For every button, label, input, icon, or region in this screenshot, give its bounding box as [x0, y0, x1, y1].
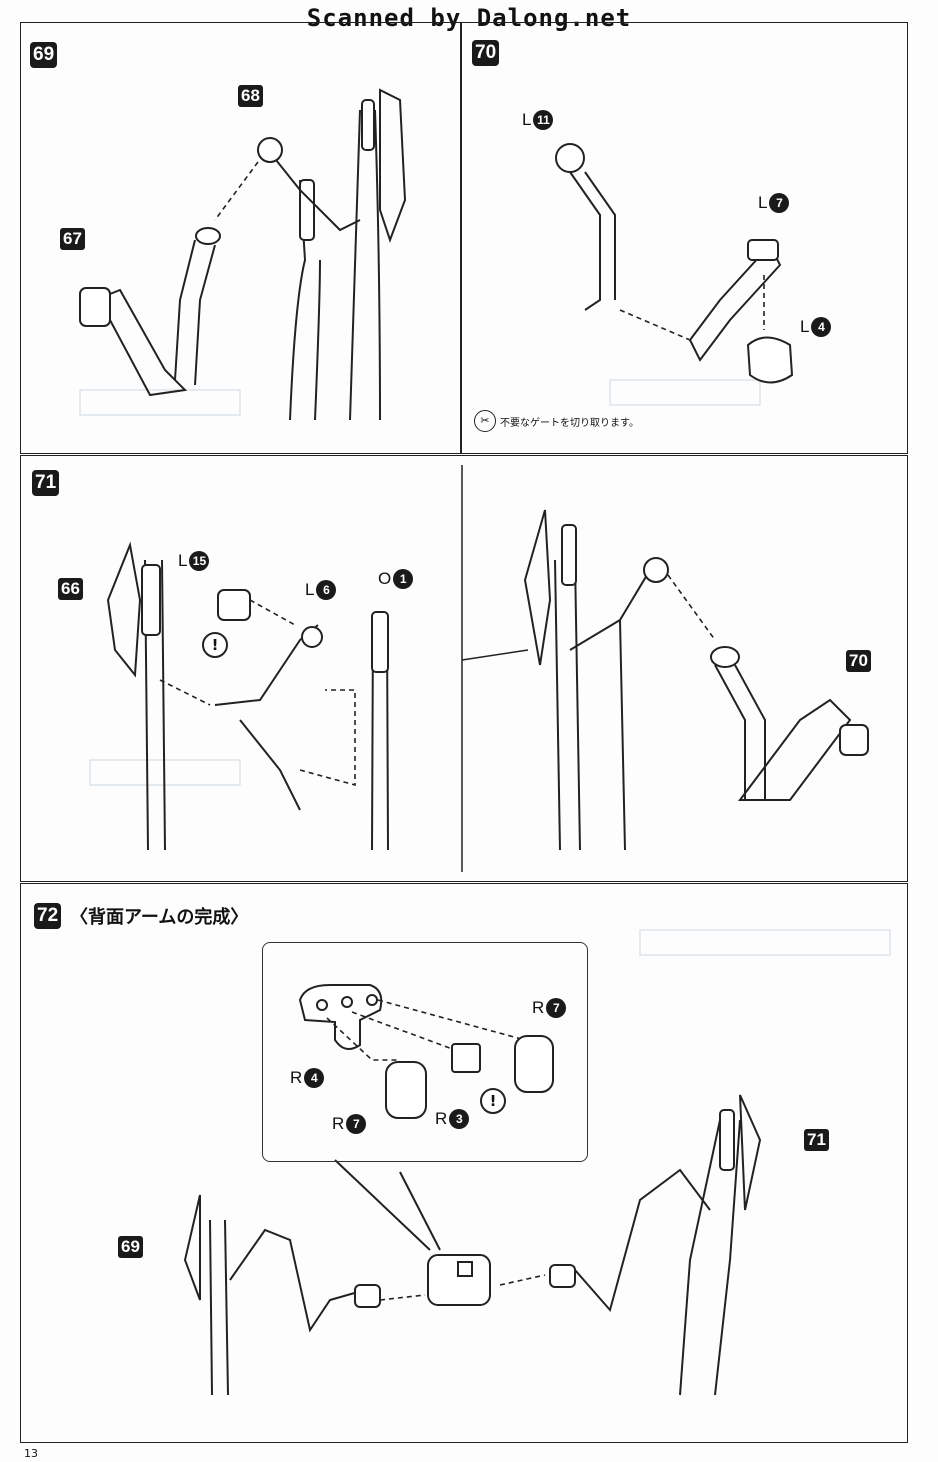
callout-68: 68 — [238, 85, 263, 107]
page-number: 13 — [24, 1447, 38, 1460]
part-number: 3 — [449, 1109, 470, 1129]
part-number: 4 — [304, 1068, 325, 1088]
panel-step-70 — [460, 22, 908, 454]
part-number: 15 — [189, 551, 210, 571]
part-number: 4 — [811, 317, 832, 337]
step-title: 〈背面アームの完成〉 — [70, 907, 249, 928]
step-number-69: 69 — [30, 42, 58, 68]
gate-cut-note: ✂ 不要なゲートを切り取ります。 — [474, 410, 639, 432]
detail-inset — [262, 942, 588, 1162]
step-number-71: 71 — [32, 470, 60, 496]
part-number: 7 — [546, 998, 567, 1018]
part-letter: L — [305, 580, 315, 599]
part-letter: L — [522, 110, 532, 129]
note-text: 不要なゲートを切り取ります。 — [500, 417, 639, 429]
callout-66: 66 — [58, 578, 83, 600]
part-letter: R — [290, 1068, 303, 1087]
part-letter: O — [378, 569, 392, 588]
part-letter: R — [435, 1109, 448, 1128]
step-number-70: 70 — [472, 40, 500, 66]
part-number: 7 — [346, 1114, 367, 1134]
part-letter: L — [178, 551, 188, 570]
callout-71: 71 — [804, 1129, 829, 1151]
part-letter: L — [758, 193, 768, 212]
callout-69: 69 — [118, 1236, 143, 1258]
part-number: 1 — [393, 569, 414, 589]
part-number: 11 — [533, 110, 554, 130]
caution-icon: ! — [202, 632, 228, 658]
part-letter: L — [800, 317, 810, 336]
callout-70: 70 — [846, 650, 871, 672]
part-letter: R — [532, 998, 545, 1017]
panel-step-69 — [20, 22, 462, 454]
panel-step-71 — [20, 455, 908, 882]
step-number-72: 72 — [34, 903, 62, 929]
part-letter: R — [332, 1114, 345, 1133]
part-number: 6 — [316, 580, 337, 600]
scan-watermark: Scanned by Dalong.net — [306, 4, 632, 32]
callout-67: 67 — [60, 228, 85, 250]
caution-icon: ! — [480, 1088, 506, 1114]
panel-step-72 — [20, 883, 908, 1443]
nipper-icon: ✂ — [474, 410, 496, 432]
part-number: 7 — [769, 193, 790, 213]
